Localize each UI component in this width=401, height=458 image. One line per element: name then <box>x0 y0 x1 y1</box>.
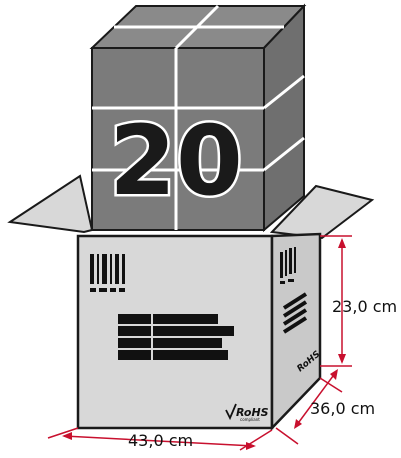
dimension-lines <box>47 235 352 451</box>
box-stack: 20 <box>89 3 307 233</box>
quantity-label: 20 <box>109 105 243 217</box>
dimension-width-label: 43,0 cm <box>128 431 193 450</box>
dimension-depth-label: 36,0 cm <box>310 399 375 418</box>
barcode-side <box>280 247 296 284</box>
rohs-logo-front: RoHS compliant <box>225 403 269 422</box>
side-label <box>282 292 308 334</box>
stack-grid-lines <box>92 4 305 230</box>
shipping-label <box>118 314 234 360</box>
rohs-sub-front: compliant <box>240 417 260 422</box>
left-flap <box>7 174 94 234</box>
rohs-label-front: RoHS <box>236 406 269 419</box>
rohs-check-icon <box>225 403 237 421</box>
shipping-box: RoHS compliant RoHS <box>76 232 322 432</box>
dimension-height-label: 23,0 cm <box>332 297 397 316</box>
barcode-front <box>90 254 125 292</box>
